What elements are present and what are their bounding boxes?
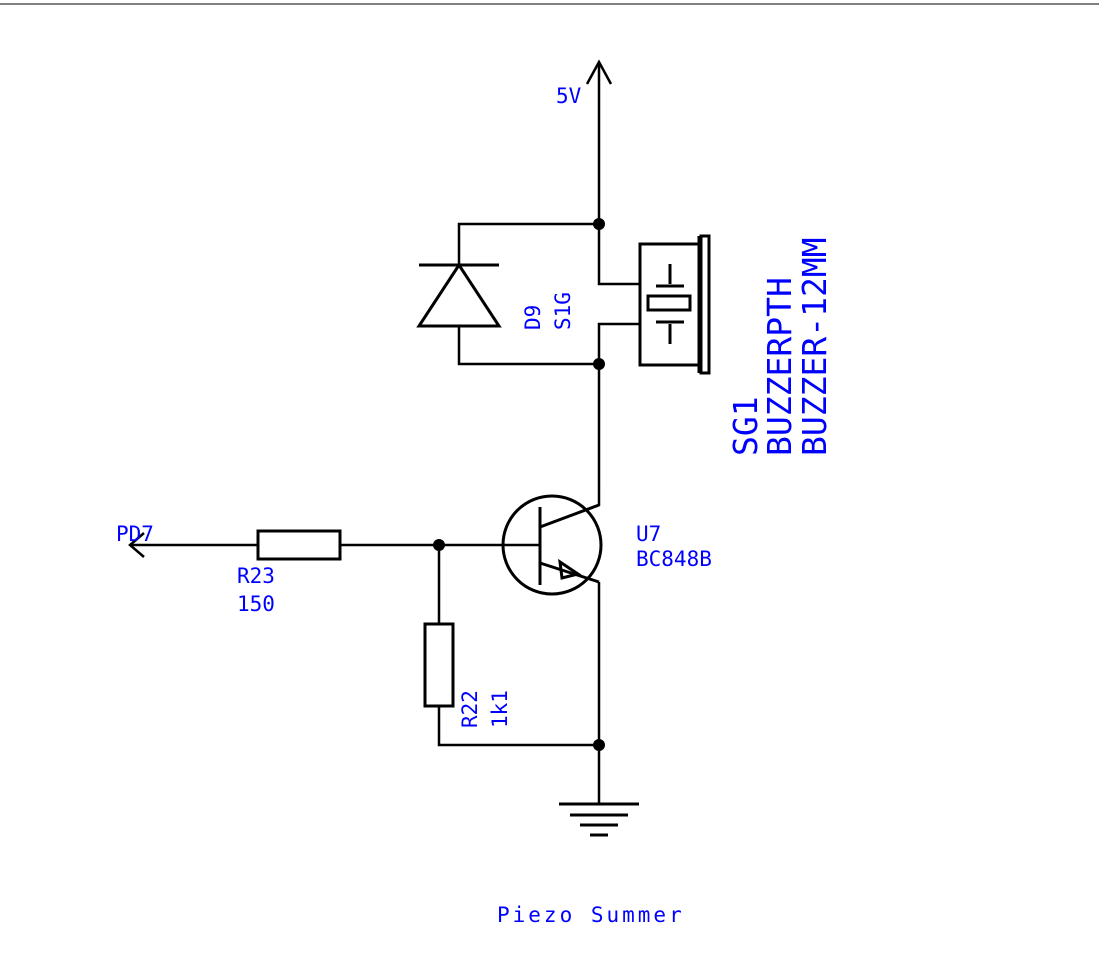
resistor-r22 <box>423 545 599 747</box>
schematic-title: Piezo Summer <box>497 903 685 927</box>
resistor-r23 <box>256 529 540 561</box>
sg1-package-label: BUZZER-12MM <box>795 237 834 456</box>
net-pd7-label: PD7 <box>116 522 154 546</box>
r22-ref-label: R22 <box>458 690 482 728</box>
transistor-u7 <box>501 364 603 745</box>
d9-value-label: S1G <box>551 292 575 330</box>
sg1-ref-label: SG1 <box>726 396 765 456</box>
r22-value-label: 1k1 <box>488 690 512 728</box>
supply-5v-symbol <box>585 59 613 224</box>
r23-value-label: 150 <box>237 592 275 616</box>
u7-ref-label: U7 <box>636 522 661 546</box>
sg1-value-label: BUZZERPTH <box>760 277 799 456</box>
ground-symbol <box>559 745 639 837</box>
d9-ref-label: D9 <box>521 305 545 330</box>
r23-ref-label: R23 <box>237 564 275 588</box>
net-pd7-symbol <box>128 532 258 558</box>
diode-d9 <box>416 222 599 366</box>
u7-value-label: BC848B <box>636 547 712 571</box>
supply-5v-label: 5V <box>556 84 582 108</box>
buzzer-sg1 <box>597 224 711 375</box>
